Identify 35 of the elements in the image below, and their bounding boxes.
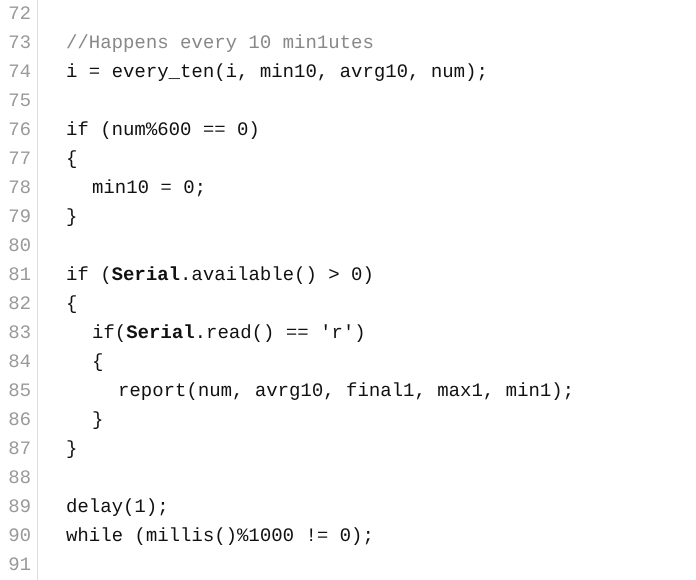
code-line: { — [66, 147, 78, 172]
line-number: 87 — [8, 437, 31, 462]
code-line: { — [66, 292, 78, 317]
code-line: if(Serial.read() == 'r') — [92, 321, 366, 346]
code-line: if (Serial.available() > 0) — [66, 263, 374, 288]
line-number: 80 — [8, 234, 31, 259]
line-number: 89 — [8, 495, 31, 520]
line-number: 75 — [8, 89, 31, 114]
line-number: 73 — [8, 31, 31, 56]
line-number: 86 — [8, 408, 31, 433]
code-line: } — [66, 437, 78, 462]
code-line: min10 = 0; — [92, 176, 206, 201]
line-number: 78 — [8, 176, 31, 201]
code-line: { — [92, 350, 104, 375]
line-number: 85 — [8, 379, 31, 404]
line-number: 83 — [8, 321, 31, 346]
line-number: 79 — [8, 205, 31, 230]
code-line: } — [92, 408, 104, 433]
line-number: 84 — [8, 350, 31, 375]
code-line: delay(1); — [66, 495, 169, 520]
code-line: while (millis()%1000 != 0); — [66, 524, 374, 549]
code-comment: //Happens every 10 min1utes — [66, 31, 374, 56]
line-number: 88 — [8, 466, 31, 491]
line-number: 74 — [8, 60, 31, 85]
line-number: 81 — [8, 263, 31, 288]
code-line: report(num, avrg10, final1, max1, min1); — [118, 379, 574, 404]
line-number: 91 — [8, 553, 31, 578]
code-line: if (num%600 == 0) — [66, 118, 260, 143]
line-number: 82 — [8, 292, 31, 317]
code-line: } — [66, 205, 78, 230]
line-number: 90 — [8, 524, 31, 549]
line-number: 72 — [8, 2, 31, 27]
line-number: 76 — [8, 118, 31, 143]
line-number: 77 — [8, 147, 31, 172]
code-line: i = every_ten(i, min10, avrg10, num); — [66, 60, 488, 85]
